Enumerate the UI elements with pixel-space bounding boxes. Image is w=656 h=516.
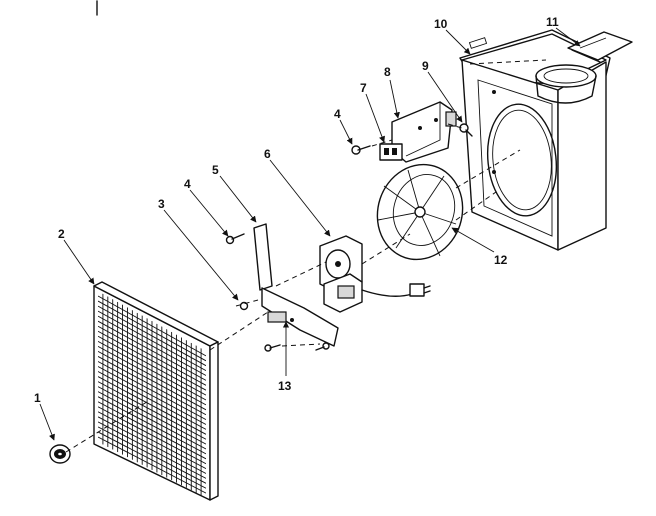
callout-2: 2 xyxy=(58,227,65,241)
nut-3 xyxy=(239,301,249,311)
grille xyxy=(93,281,219,501)
callout-labels: 1 2 3 4 4 5 6 7 8 9 10 11 12 13 xyxy=(34,15,559,405)
leader-arrows xyxy=(39,27,581,441)
receptacle xyxy=(379,143,403,161)
knob xyxy=(49,444,71,464)
motor xyxy=(319,235,431,313)
callout-4-lower: 4 xyxy=(184,177,191,191)
housing-box xyxy=(459,29,611,251)
callout-6: 6 xyxy=(264,147,271,161)
callout-3: 3 xyxy=(158,197,165,211)
callout-7: 7 xyxy=(360,81,367,95)
damper-plate xyxy=(567,31,633,63)
callout-13: 13 xyxy=(278,379,292,393)
blower-wheel xyxy=(376,163,464,261)
screw-4-upper xyxy=(351,145,371,155)
screw-9 xyxy=(459,123,473,137)
callout-5: 5 xyxy=(212,163,219,177)
callout-4-upper: 4 xyxy=(334,107,341,121)
screw-4-lower xyxy=(225,233,245,245)
mounting-strap xyxy=(253,223,273,291)
assembly-lines xyxy=(65,59,547,453)
callout-1: 1 xyxy=(34,391,41,405)
callout-9: 9 xyxy=(422,59,429,73)
motor-plate xyxy=(261,287,339,352)
callout-8: 8 xyxy=(384,65,391,79)
callout-12: 12 xyxy=(494,253,508,267)
callout-11: 11 xyxy=(546,15,559,29)
callout-10: 10 xyxy=(434,17,448,31)
